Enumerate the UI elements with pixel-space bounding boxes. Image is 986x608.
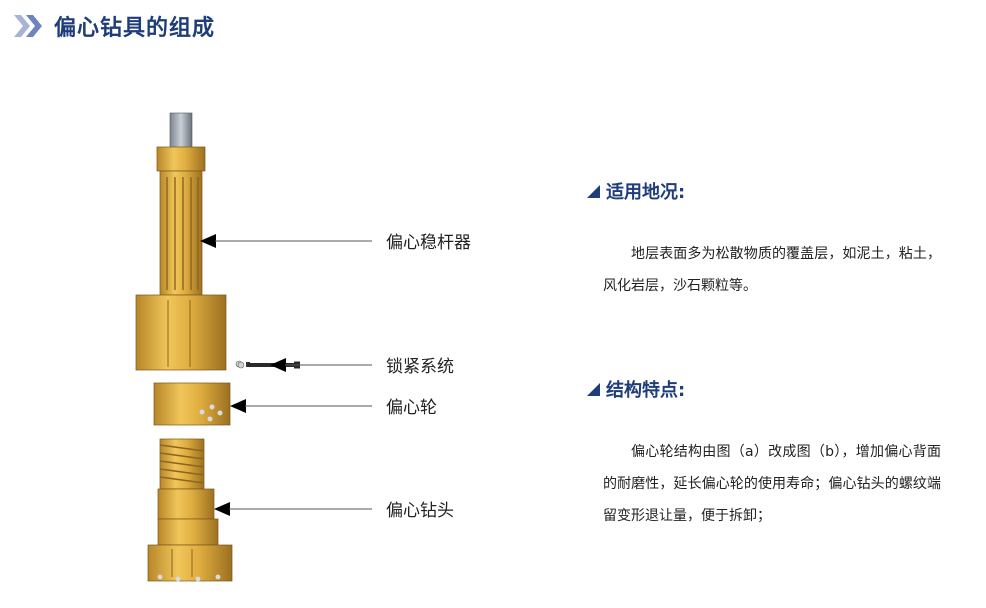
section-heading-conditions: 适用地况:: [587, 178, 685, 204]
eccentric-wheel-part: [153, 382, 231, 426]
page-title: 偏心钻具的组成: [54, 16, 216, 41]
arrow-left-icon: [270, 357, 372, 372]
callout-label-bit: 偏心钻头: [386, 501, 454, 521]
section-title: 适用地况:: [606, 182, 686, 203]
arrow-left-icon: [200, 233, 372, 248]
callout-lock: 锁紧系统: [270, 352, 454, 377]
top-shank: [169, 112, 193, 150]
callout-label-wheel: 偏心轮: [386, 398, 437, 418]
section-text-features: 偏心轮结构由图（a）改成图（b），增加偏心背面的耐磨性，延长偏心轮的使用寿命；偏…: [603, 444, 941, 524]
double-chevron-icon: [14, 15, 46, 37]
page-header: 偏心钻具的组成: [14, 10, 215, 42]
eccentric-bit-part: [147, 438, 233, 582]
section-heading-features: 结构特点:: [587, 376, 685, 402]
callout-wheel: 偏心轮: [230, 393, 437, 418]
section-text-conditions: 地层表面多为松散物质的覆盖层，如泥土，粘土，风化岩层，沙石颗粒等。: [603, 246, 941, 294]
section-title: 结构特点:: [606, 380, 686, 401]
arrow-left-icon: [230, 398, 372, 413]
arrow-left-icon: [214, 501, 372, 516]
stabilizer-part: [135, 146, 227, 371]
callout-label-stabilizer: 偏心稳杆器: [386, 233, 471, 253]
callout-stabilizer: 偏心稳杆器: [200, 228, 471, 253]
triangle-bullet-icon: [587, 184, 600, 198]
callout-bit: 偏心钻头: [214, 496, 454, 521]
drill-tool-illustration: [135, 112, 250, 582]
triangle-bullet-icon: [587, 382, 600, 396]
callout-label-lock: 锁紧系统: [386, 357, 454, 377]
